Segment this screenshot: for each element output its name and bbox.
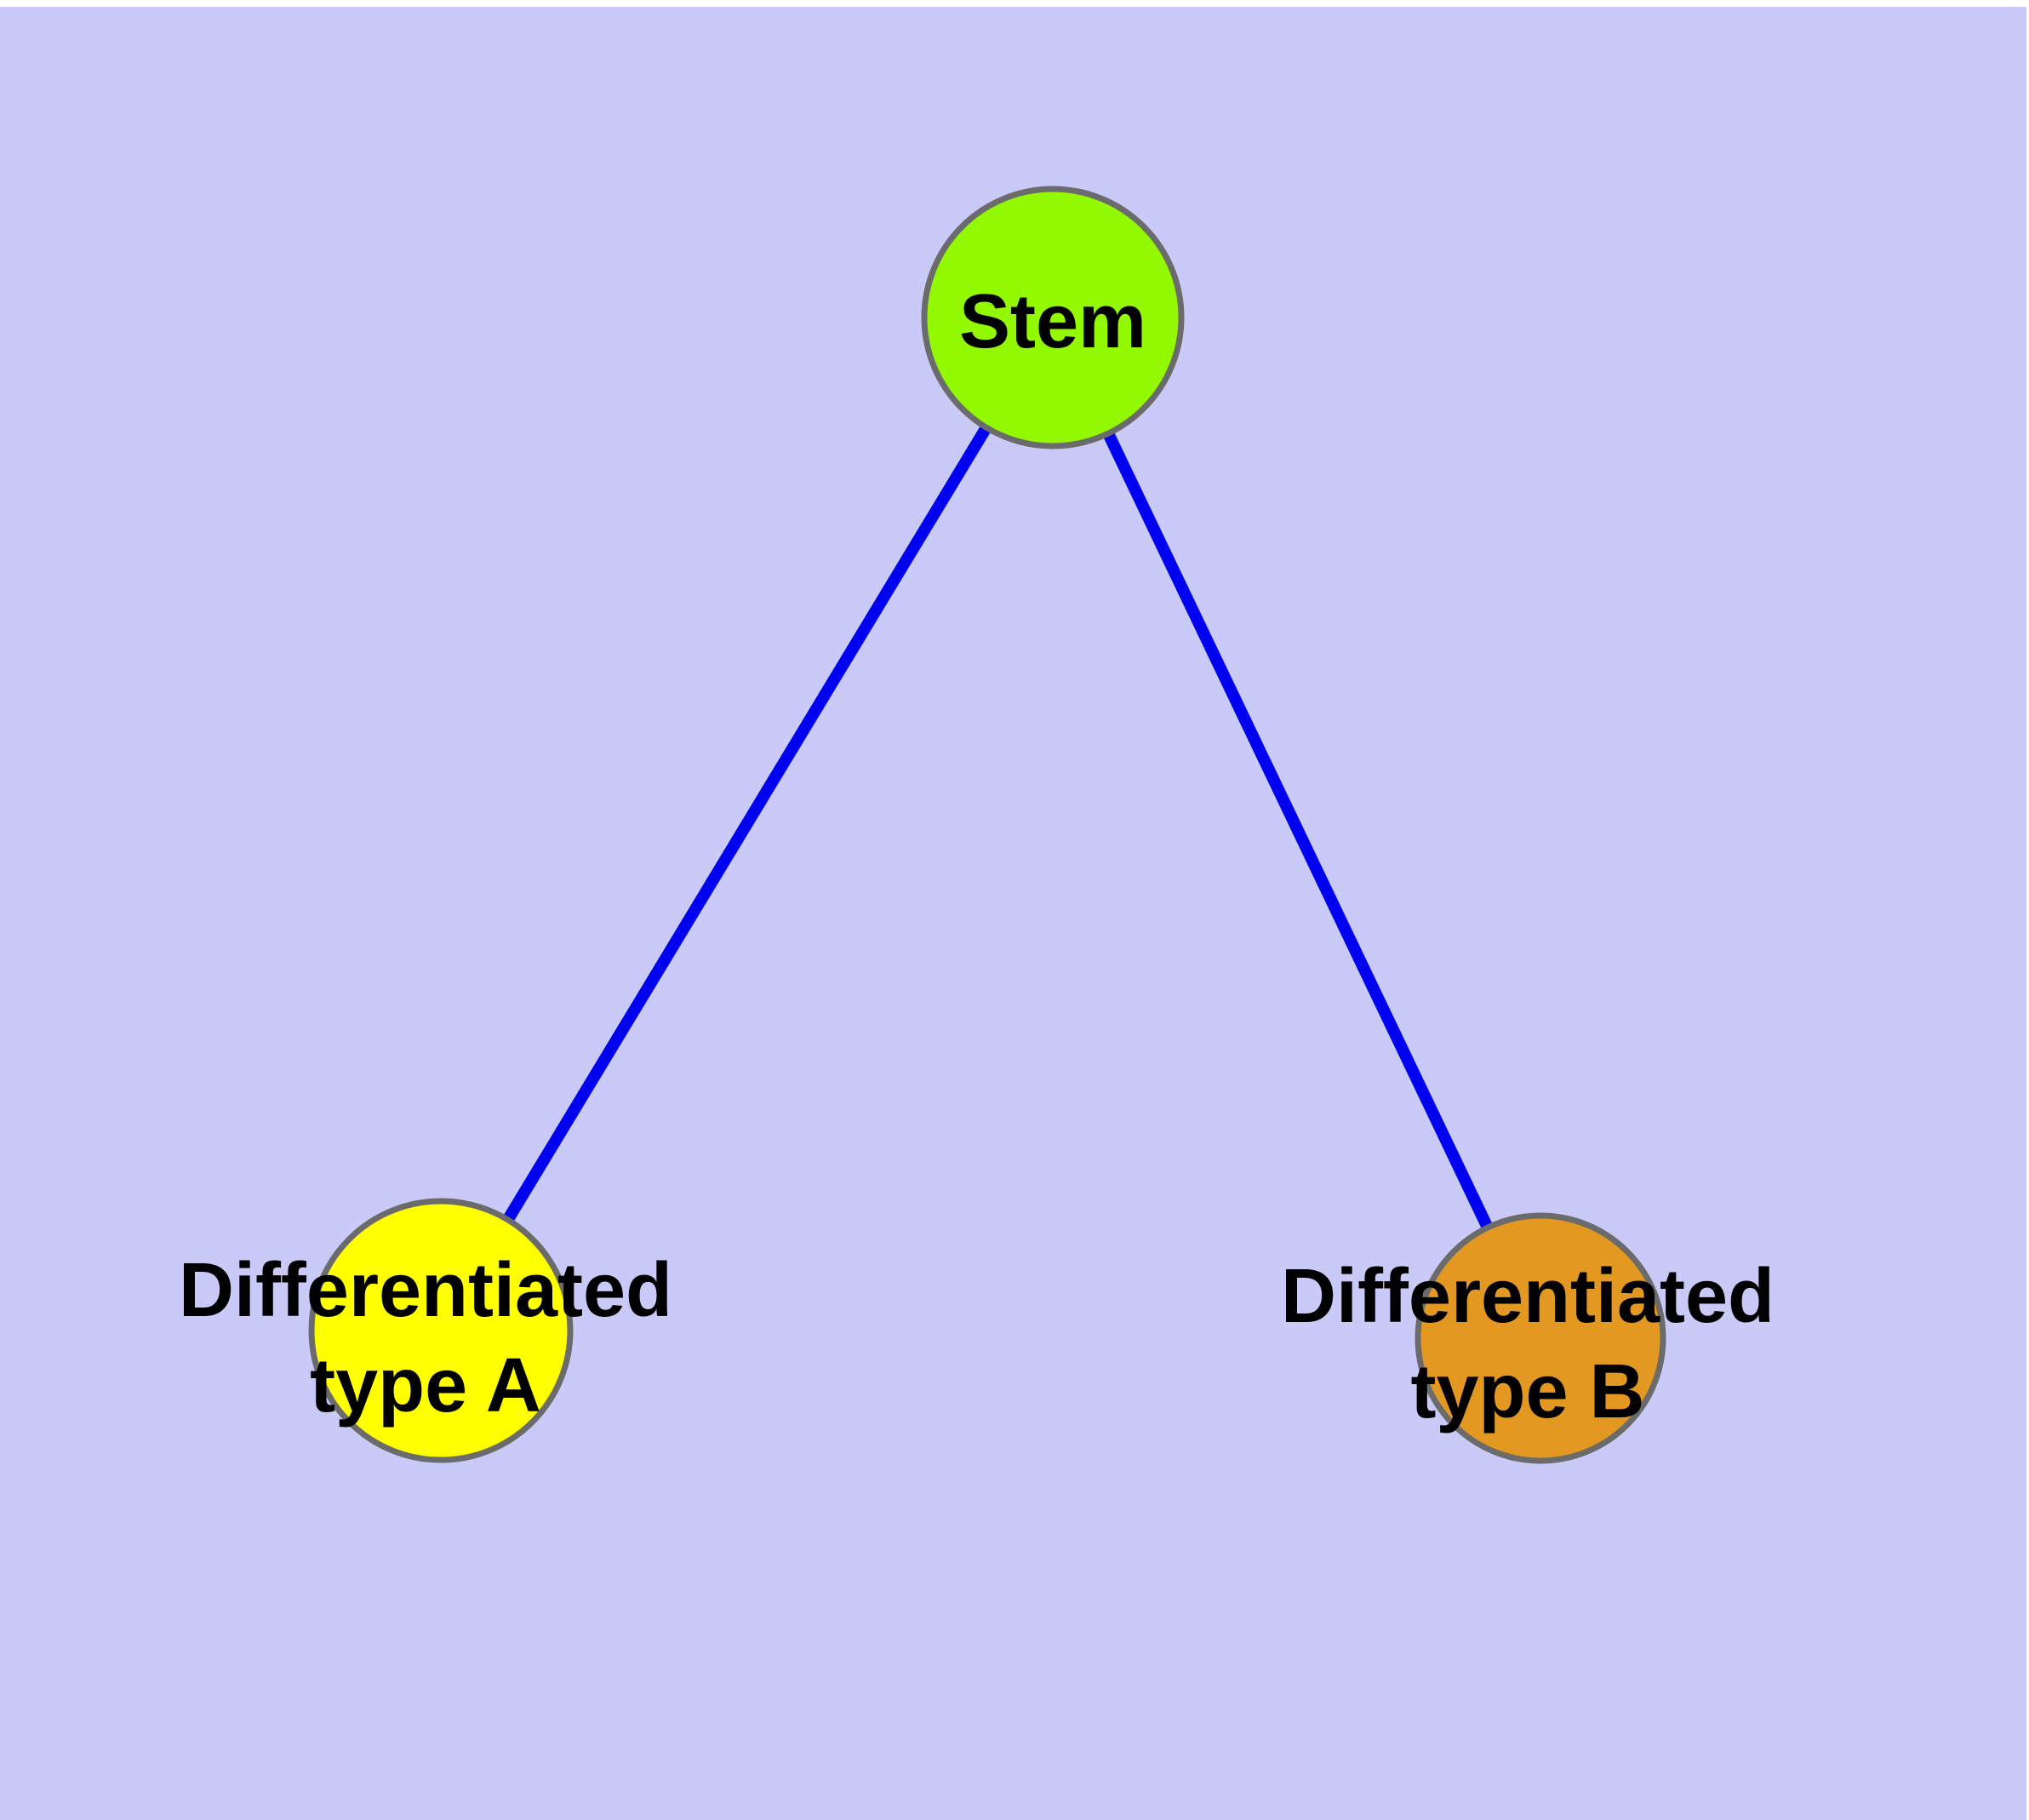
nodes-layer	[308, 186, 1666, 1464]
node-label-differentiated-type-b-line-2: type B	[1410, 1349, 1644, 1434]
node-differentiated-type-b	[1415, 1212, 1666, 1464]
node-label-differentiated-type-b-line-1: Differentiated	[1281, 1254, 1775, 1339]
node-stem	[921, 186, 1185, 449]
node-label-stem-line-1: Stem	[959, 279, 1146, 364]
node-label-differentiated-type-a-line-2: type A	[310, 1343, 541, 1428]
edges-layer	[436, 314, 1546, 1342]
graph-edge-stem-differentiated-type-a	[436, 314, 1058, 1334]
node-label-differentiated-type-a-line-1: Differentiated	[179, 1248, 672, 1333]
node-differentiated-type-a	[308, 1198, 574, 1463]
graph-edge-stem-differentiated-type-b	[1047, 314, 1546, 1342]
